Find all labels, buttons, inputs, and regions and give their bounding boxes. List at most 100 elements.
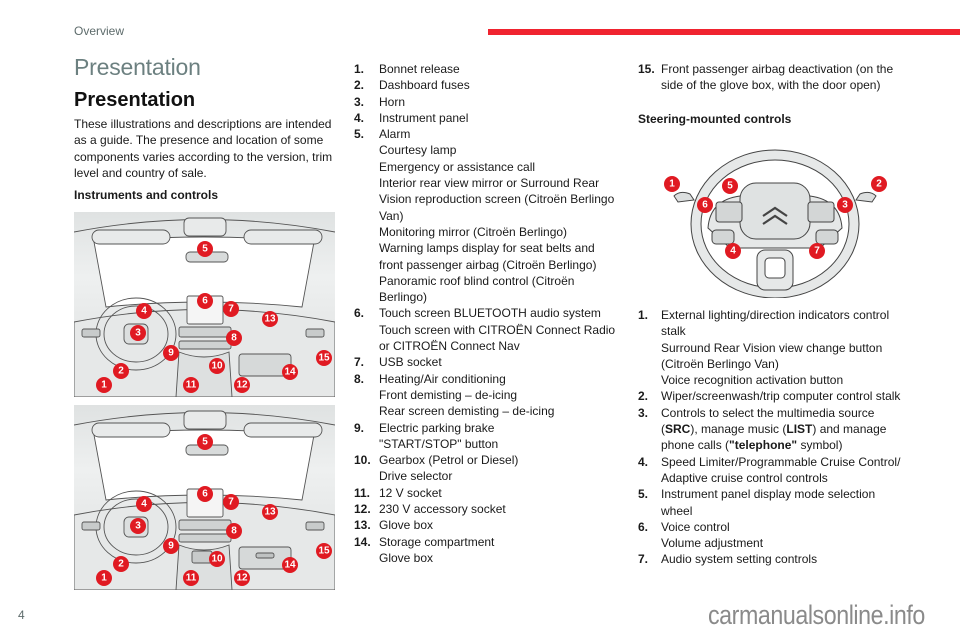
item-line: (Citroën Berlingo Van)	[661, 356, 779, 371]
svg-text:2: 2	[118, 366, 124, 377]
svg-text:13: 13	[264, 314, 276, 325]
item-line: USB socket	[379, 355, 442, 370]
svg-text:8: 8	[231, 526, 237, 537]
item-line: Surround Rear Vision view change button	[661, 340, 883, 355]
svg-text:15: 15	[318, 353, 330, 364]
svg-text:8: 8	[231, 333, 237, 344]
item-line: side of the glove box, with the door ope…	[661, 78, 881, 93]
drive-selector	[191, 550, 213, 564]
item-number: 4.	[638, 454, 649, 469]
sun-visor-left	[91, 422, 171, 438]
item-line: Bonnet release	[379, 62, 460, 76]
svg-text:6: 6	[202, 489, 208, 500]
item-number: 14.	[354, 534, 371, 549]
item-line: or CITROËN Connect Nav	[379, 339, 520, 354]
steering-list-column: 1.External lighting/direction indicators…	[638, 307, 923, 568]
wheel-callouts: 1 2 5 6 3 4 7	[664, 176, 887, 259]
item-number: 10.	[354, 453, 371, 468]
steering-list: 1.External lighting/direction indicators…	[638, 307, 923, 568]
item-description: 12 V socket	[379, 485, 619, 501]
callout-14: 14	[282, 364, 298, 380]
list-item: 15.Front passenger airbag deactivation (…	[638, 61, 923, 94]
callout-2: 2	[113, 363, 129, 379]
item-number: 2.	[638, 389, 649, 404]
callout-4: 4	[136, 303, 152, 319]
audio-setting-buttons	[815, 229, 839, 245]
list-item: 11.12 V socket	[354, 485, 619, 501]
svg-text:3: 3	[135, 328, 141, 339]
item-description: Gearbox (Petrol or Diesel)Drive selector	[379, 452, 619, 485]
item-line: Touch screen BLUETOOTH audio system	[379, 306, 601, 321]
svg-text:12: 12	[236, 573, 248, 584]
item-line: Panoramic roof blind control (Citroën	[379, 273, 575, 288]
header-accent-bar	[488, 29, 960, 35]
item-line: Vision reproduction screen (Citroën Berl…	[379, 192, 615, 207]
list-item: 5. Instrument panel display mode selectio…	[638, 486, 923, 519]
steering-heading: Steering-mounted controls	[638, 111, 792, 126]
item-description: Front passenger airbag deactivation (on …	[661, 61, 923, 94]
callout-4: 4	[136, 496, 152, 512]
item-line: phone calls ("telephone" symbol)	[661, 438, 843, 453]
list-item: 7. Audio system setting controls	[638, 551, 923, 567]
callout-13: 13	[262, 504, 278, 520]
item-number: 4.	[354, 110, 365, 125]
list-item: 1.External lighting/direction indicators…	[638, 307, 923, 388]
item-number: 6.	[354, 306, 365, 321]
list-item: 3.Controls to select the multimedia sour…	[638, 405, 923, 454]
list-item: 13. Glove box	[354, 517, 619, 533]
svg-text:6: 6	[702, 200, 708, 211]
item-number: 12.	[354, 502, 371, 517]
item-line: External lighting/direction indicators c…	[661, 308, 890, 322]
wheel-callout-7: 7	[809, 243, 825, 259]
list-item: 2.Dashboard fuses	[354, 77, 619, 93]
item-number: 7.	[638, 552, 649, 567]
item-line: Warning lamps display for seat belts and	[379, 241, 595, 256]
callout-9: 9	[163, 538, 179, 554]
item-description: Glove box	[379, 517, 619, 533]
item-number: 5.	[638, 487, 649, 502]
item-description: Horn	[379, 94, 619, 110]
callout-5: 5	[197, 434, 213, 450]
svg-text:6: 6	[202, 296, 208, 307]
instruments-list-continued: 15.Front passenger airbag deactivation (…	[638, 61, 923, 94]
svg-text:10: 10	[211, 554, 223, 565]
citroen-logo-icon	[762, 206, 788, 225]
item-description: Speed Limiter/Programmable Cruise Contro…	[661, 454, 923, 487]
item-line: Courtesy lamp	[379, 143, 457, 158]
callout-7: 7	[223, 494, 239, 510]
item-line: Volume adjustment	[661, 536, 764, 551]
item-line: Speed Limiter/Programmable Cruise Contro…	[661, 454, 901, 469]
list-item: 3.Horn	[354, 94, 619, 110]
right-stalk	[855, 191, 877, 203]
svg-text:4: 4	[730, 246, 736, 257]
item-description: Audio system setting controls	[661, 551, 923, 567]
callout-11: 11	[183, 570, 199, 586]
steering-wheel-illustration: 1 2 5 6 3 4 7	[650, 140, 900, 299]
item-line: Electric parking brake	[379, 420, 495, 435]
item-line: Drive selector	[379, 469, 453, 484]
item-line: "START/STOP" button	[379, 436, 499, 451]
item-line: Instrument panel display mode selection	[661, 487, 876, 502]
callout-3: 3	[130, 325, 146, 341]
item-line: Controls to select the multimedia source	[661, 405, 875, 420]
callout-14: 14	[282, 557, 298, 573]
item-number: 13.	[354, 518, 371, 533]
dashboard-illustration-1: 5 6 7 13 4 3 8 9 10 15 2 14 1 11 12	[74, 212, 335, 397]
callout-1: 1	[96, 570, 112, 586]
callout-15: 15	[316, 543, 332, 559]
item-description: Electric parking brake"START/STOP" butto…	[379, 420, 619, 453]
airbag-cover	[739, 182, 811, 240]
item-line: Heating/Air conditioning	[379, 371, 506, 386]
svg-text:14: 14	[284, 560, 296, 571]
wheel-callout-4: 4	[725, 243, 741, 259]
list-item: 4.Instrument panel	[354, 110, 619, 126]
item-line: Van)	[379, 208, 404, 223]
item-line: Horn	[379, 94, 406, 109]
dashboard-callouts-2: 5 6 7 13 4 3 8 9 10 15 2 14 1 11 12	[96, 434, 332, 586]
item-number: 9.	[354, 420, 365, 435]
item-line: Alarm	[379, 127, 411, 142]
left-button-cluster	[715, 201, 743, 223]
